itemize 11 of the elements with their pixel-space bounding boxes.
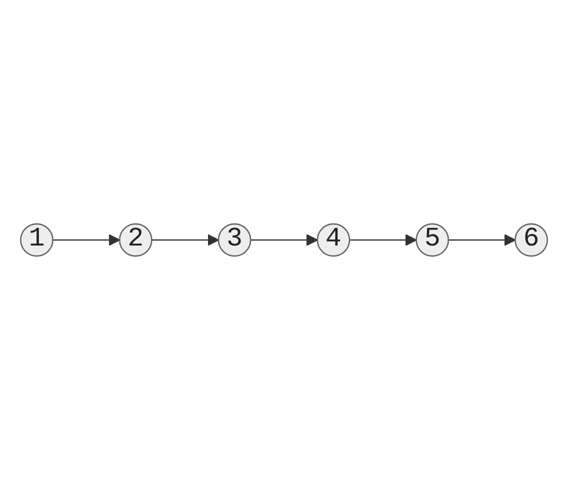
node-circle: 1 — [20, 223, 54, 257]
node-circle: 4 — [316, 223, 350, 257]
arrow — [152, 234, 220, 246]
arrow — [52, 234, 120, 246]
node-circle: 3 — [218, 223, 252, 257]
arrow — [250, 234, 318, 246]
arrow — [350, 234, 417, 246]
node-circle: 5 — [416, 223, 450, 257]
node-circle: 6 — [514, 223, 548, 257]
arrow — [448, 234, 516, 246]
node-circle: 2 — [118, 223, 152, 257]
